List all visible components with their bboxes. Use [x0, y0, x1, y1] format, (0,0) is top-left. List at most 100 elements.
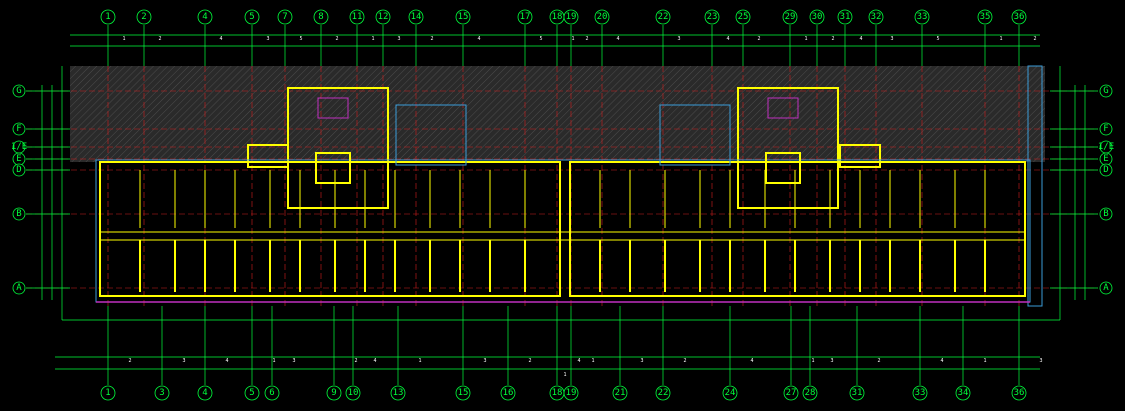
dim-label: 1 [983, 358, 986, 364]
axis-bubble [326, 385, 342, 401]
axis-label: 1 [105, 12, 110, 22]
axis-label: 16 [503, 388, 514, 398]
stair [767, 97, 799, 119]
dim-label: 5 [936, 36, 939, 42]
dim-label: 1 [122, 36, 125, 42]
stair [317, 97, 349, 119]
axis-bubble [277, 9, 293, 25]
axis-label: F [1103, 124, 1108, 134]
axis-label: 2 [141, 12, 146, 22]
axis-bubble [782, 9, 798, 25]
axis-bubble [517, 9, 533, 25]
axis-label: 17 [520, 12, 531, 22]
dim-label: 4 [616, 36, 619, 42]
axis-label: E [16, 154, 21, 164]
dim-label: 4 [219, 36, 222, 42]
axis-label: 24 [725, 388, 736, 398]
dim-label: 1 [811, 358, 814, 364]
dim-label: 4 [750, 358, 753, 364]
axis-bubble-left [12, 122, 26, 136]
dim-label: 2 [158, 36, 161, 42]
dim-label: 2 [585, 36, 588, 42]
axis-label: 3 [159, 388, 164, 398]
axis-label: F [16, 124, 21, 134]
axis-bubble [136, 9, 152, 25]
axis-bubble [408, 9, 424, 25]
axis-label: 27 [786, 388, 797, 398]
axis-bubble-left [12, 281, 26, 295]
axis-bubble [244, 385, 260, 401]
dim-label: 3 [266, 36, 269, 42]
axis-label: 32 [871, 12, 882, 22]
axis-label: 14 [411, 12, 422, 22]
axis-bubble [1011, 9, 1027, 25]
dim-label: 2 [877, 358, 880, 364]
axis-label: 25 [738, 12, 749, 22]
axis-bubble-left [12, 163, 26, 177]
axis-label: 4 [202, 388, 207, 398]
dim-label: 2 [128, 358, 131, 364]
axis-label: 13 [393, 388, 404, 398]
axis-label: 23 [707, 12, 718, 22]
axis-label: 8 [318, 12, 323, 22]
dim-label: 2 [831, 36, 834, 42]
dim-label: 2 [683, 358, 686, 364]
dim-label: 1 [999, 36, 1002, 42]
axis-label: 28 [805, 388, 816, 398]
wall [737, 87, 839, 209]
axis-label: 33 [917, 12, 928, 22]
axis-bubble [704, 9, 720, 25]
axis-label: G [1103, 86, 1108, 96]
axis-label: 1 [105, 388, 110, 398]
axis-bubble [802, 385, 818, 401]
axis-bubble [914, 9, 930, 25]
axis-label: 31 [840, 12, 851, 22]
dim-label: 3 [483, 358, 486, 364]
axis-bubble-left [12, 207, 26, 221]
axis-label: 18 [552, 12, 563, 22]
axis-bubble [563, 9, 579, 25]
axis-bubble [264, 385, 280, 401]
dim-label: 4 [859, 36, 862, 42]
axis-bubble [1011, 385, 1027, 401]
axis-label: 9 [331, 388, 336, 398]
axis-bubble [500, 385, 516, 401]
dim-label: 2 [528, 358, 531, 364]
wall [99, 161, 561, 297]
dim-label: 3 [292, 358, 295, 364]
dim-label: 3 [677, 36, 680, 42]
axis-bubble [375, 9, 391, 25]
axis-label: 20 [597, 12, 608, 22]
dim-label: 3 [830, 358, 833, 364]
dim-label: 4 [940, 358, 943, 364]
dim-label: 2 [354, 358, 357, 364]
axis-bubble [849, 385, 865, 401]
axis-label: 15 [458, 12, 469, 22]
axis-bubble-right [1099, 207, 1113, 221]
dim-label: 5 [299, 36, 302, 42]
axis-label: 22 [658, 388, 669, 398]
axis-bubble [655, 9, 671, 25]
dim-label: 1 [571, 36, 574, 42]
axis-bubble-left [12, 84, 26, 98]
dim-label: 4 [726, 36, 729, 42]
axis-bubble [868, 9, 884, 25]
axis-bubble [100, 385, 116, 401]
axis-bubble [455, 385, 471, 401]
dim-label: 3 [640, 358, 643, 364]
axis-label: 31 [852, 388, 863, 398]
wall [659, 104, 731, 166]
axis-label: E [1103, 154, 1108, 164]
elevator-core [765, 152, 801, 184]
dim-label: 2 [430, 36, 433, 42]
axis-bubble [955, 385, 971, 401]
dim-label: 2 [335, 36, 338, 42]
axis-bubble [455, 9, 471, 25]
axis-bubble [912, 385, 928, 401]
axis-label: B [1103, 209, 1108, 219]
dim-label: 1 [591, 358, 594, 364]
axis-label: A [1103, 283, 1109, 293]
axis-bubble-right [1099, 84, 1113, 98]
axis-label: 21 [615, 388, 626, 398]
